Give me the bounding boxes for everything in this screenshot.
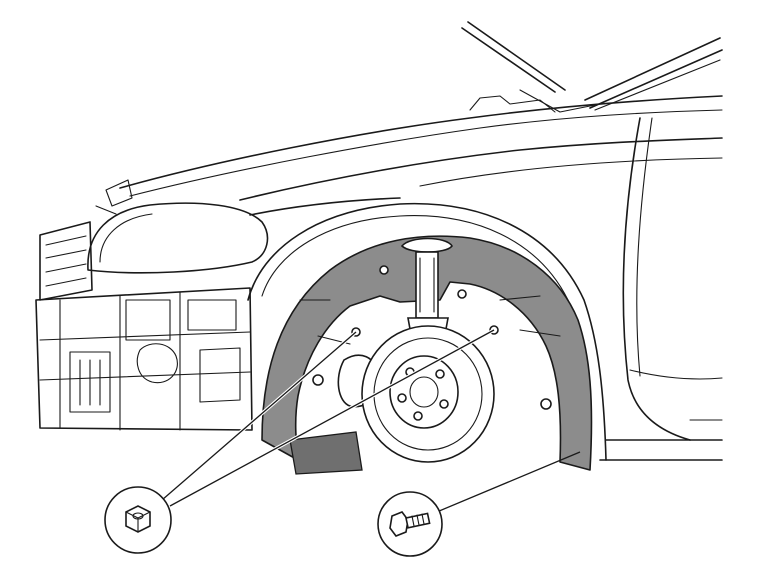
- brake-disc: [361, 325, 495, 463]
- bolt-icon: [389, 511, 431, 537]
- nut-callout: [104, 486, 172, 554]
- front-end-structure: [35, 179, 253, 431]
- hex-nut-icon: [125, 505, 151, 533]
- vehicle-body: [119, 95, 723, 461]
- leader-lines: [160, 328, 581, 515]
- bolt-callout: [377, 491, 443, 557]
- hood: [461, 21, 723, 113]
- headlamp: [87, 202, 269, 274]
- front-fender-liner: [261, 235, 593, 475]
- wheel-arch: [247, 202, 607, 461]
